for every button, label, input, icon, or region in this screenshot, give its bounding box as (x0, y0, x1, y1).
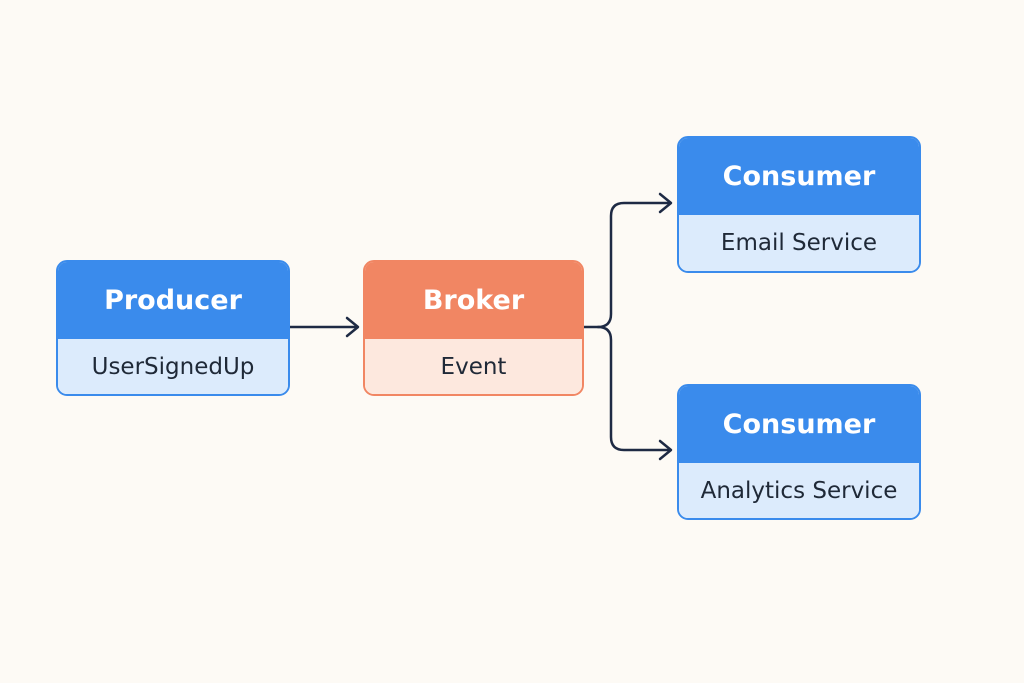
broker-subtitle: Event (365, 339, 582, 394)
consumer-email-title: Consumer (679, 138, 919, 215)
consumer-analytics-title: Consumer (679, 386, 919, 463)
producer-title: Producer (58, 262, 288, 339)
broker-node: Broker Event (363, 260, 584, 396)
consumer-analytics-subtitle: Analytics Service (679, 463, 919, 518)
consumer-email-node: Consumer Email Service (677, 136, 921, 273)
broker-title: Broker (365, 262, 582, 339)
arrowhead-broker (345, 316, 360, 338)
producer-node: Producer UserSignedUp (56, 260, 290, 396)
producer-subtitle: UserSignedUp (58, 339, 288, 394)
consumer-analytics-node: Consumer Analytics Service (677, 384, 921, 520)
edge-broker-fanout (582, 201, 672, 329)
arrowhead-analytics (658, 439, 673, 461)
edge-broker-fanout-lower (596, 325, 672, 452)
arrowhead-email (658, 192, 673, 214)
consumer-email-subtitle: Email Service (679, 215, 919, 271)
